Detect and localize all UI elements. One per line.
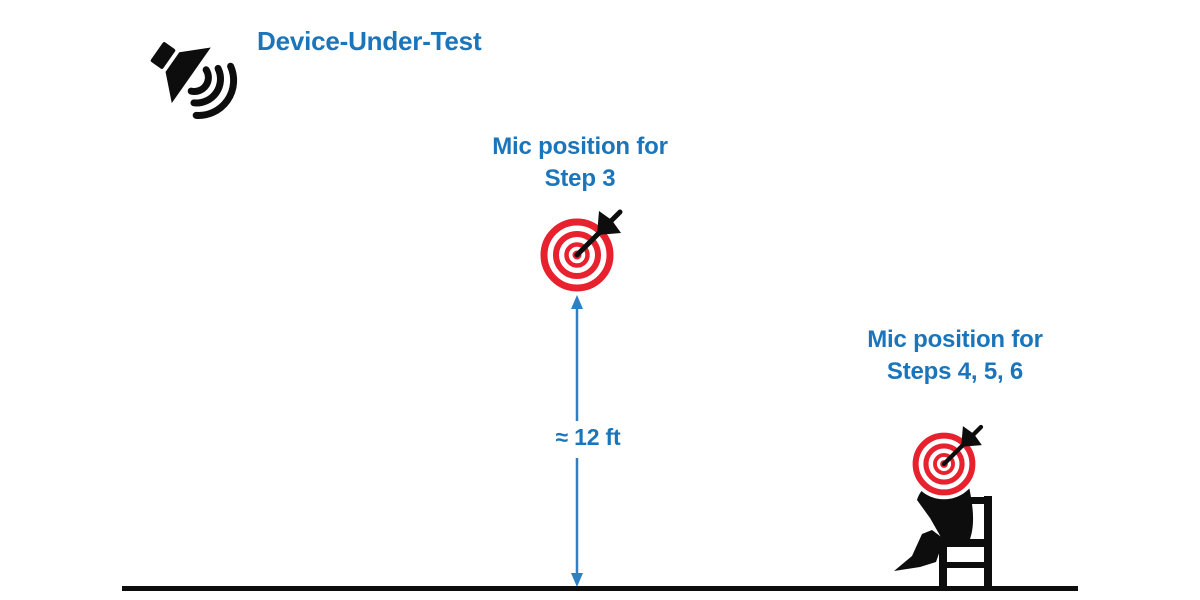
device-under-test-label: Device-Under-Test [257,26,482,56]
bullseye-dart-on-head-icon [908,424,984,500]
speaker-cone [165,47,211,104]
arrowhead-up [571,295,583,309]
sound-wave-3 [192,62,238,119]
arrowhead-down [571,573,583,587]
dart-icon [574,209,623,258]
mic-step3-label: Mic position for Step 3 [455,131,705,195]
sound-wave-2 [190,64,224,107]
distance-arrow [571,295,583,587]
mic-steps456-label-line1: Mic position for [867,326,1043,353]
mic-steps456-label-line2: Steps 4, 5, 6 [886,358,1024,385]
chair [938,496,992,588]
person-leg [894,530,944,571]
mic-steps456-label: Mic position for Steps 4, 5, 6 [835,324,1075,388]
dart-icon [941,424,984,467]
mic-step3-label-line1: Mic position for [492,133,668,160]
floor-line [122,586,1078,591]
bullseye-dart-icon [540,209,623,292]
target-rings [540,218,614,292]
distance-label: ≈ 12 ft [555,424,621,450]
mic-step3-label-line2: Step 3 [544,165,616,192]
speaker-magnet [150,42,176,69]
seated-person-with-bullseye-icon [894,424,992,588]
speaker-icon [150,42,238,119]
sound-wave-1 [187,66,212,95]
